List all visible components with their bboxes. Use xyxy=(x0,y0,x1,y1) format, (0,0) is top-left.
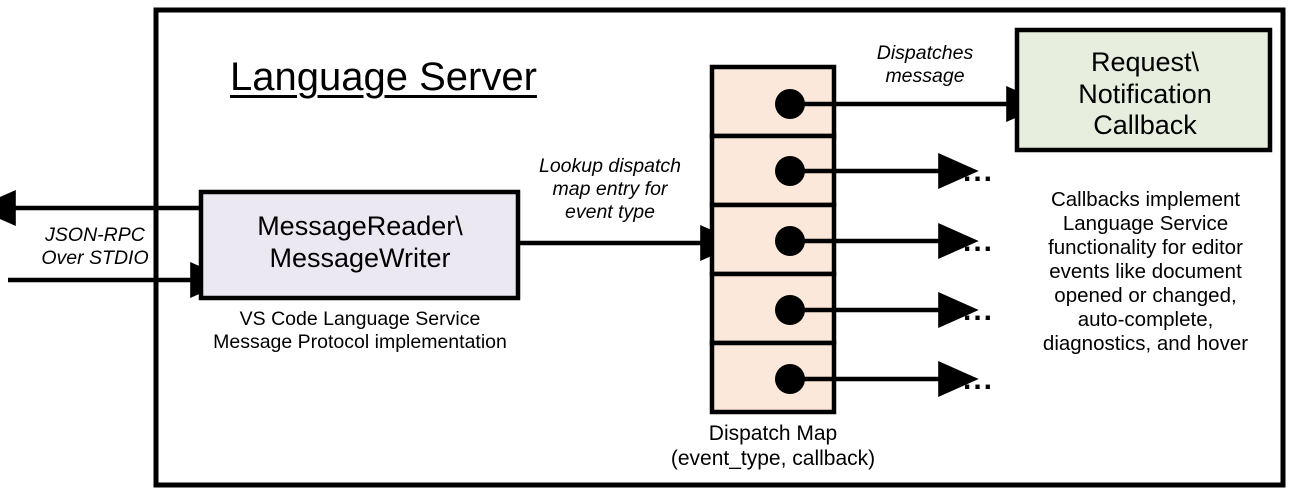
page-title: Language Server xyxy=(230,55,537,99)
request-notification-callback-box xyxy=(1014,27,1273,153)
dispatch-entry-dot xyxy=(775,226,805,256)
ellipsis-marker: ... xyxy=(963,155,995,188)
dispatch-entry-dot xyxy=(775,156,805,186)
ellipsis-marker: ... xyxy=(963,294,995,327)
edge-label-lookup-dispatch: Lookup dispatch map entry for event type xyxy=(538,155,682,223)
edge-label-json-rpc: JSON-RPC Over STDIO xyxy=(41,224,149,269)
message-reader-writer-label: MessageReader\ MessageWriter xyxy=(257,211,463,273)
ellipsis-marker: ... xyxy=(963,225,995,258)
edge-label-dispatches-message: Dispatches message xyxy=(876,42,974,87)
dispatch-entry-dot xyxy=(775,89,805,119)
dispatch-entry-dot xyxy=(775,364,805,394)
request-notification-callback-label: Request\ Notification Callback xyxy=(1078,47,1212,141)
request-notification-callback-caption: Callbacks implement Language Service fun… xyxy=(1042,188,1249,355)
ellipsis-marker: ... xyxy=(963,363,995,396)
dispatch-map-cell xyxy=(709,64,837,139)
message-reader-writer-caption: VS Code Language Service Message Protoco… xyxy=(213,308,507,353)
dispatch-entry-dot xyxy=(775,295,805,325)
dispatch-map-caption: Dispatch Map (event_type, callback) xyxy=(670,422,876,470)
